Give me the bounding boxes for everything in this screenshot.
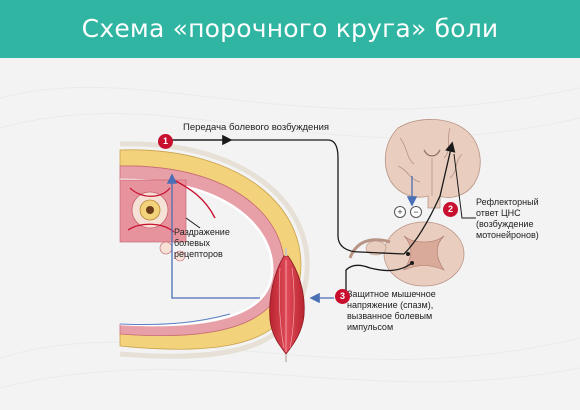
header-bar: Схема «порочного круга» боли [0,0,580,58]
excitation-plus-sign: + [394,206,406,218]
receptor-irritation-label: Раздражение болевых рецепторов [174,227,230,259]
step-3-badge: 3 [335,289,350,304]
inhibition-minus-sign: − [410,206,422,218]
arrow-transmission [170,139,405,255]
step-2-badge: 2 [443,202,458,217]
step-3-label: Защитное мышечное напряжение (спазм), вы… [347,289,436,332]
arrow-motor-response [345,262,413,298]
background-waves [0,86,580,389]
arrow-feedback [166,173,260,299]
pain-cycle-diagram [0,86,580,389]
page-title: Схема «порочного круга» боли [81,14,499,43]
step-1-badge: 1 [158,134,173,149]
pain-pathway-arrows [166,134,476,304]
spinal-cord [348,221,465,287]
step-1-label: Передача болевого возбуждения [183,122,330,133]
pointer-receptors [185,217,201,229]
muscle [269,248,305,362]
step-2-label: Рефлекторный ответ ЦНС (возбуждение мото… [476,197,539,240]
brain [384,119,481,209]
arrow-to-brain [403,141,456,255]
pointer-cns [453,153,476,219]
